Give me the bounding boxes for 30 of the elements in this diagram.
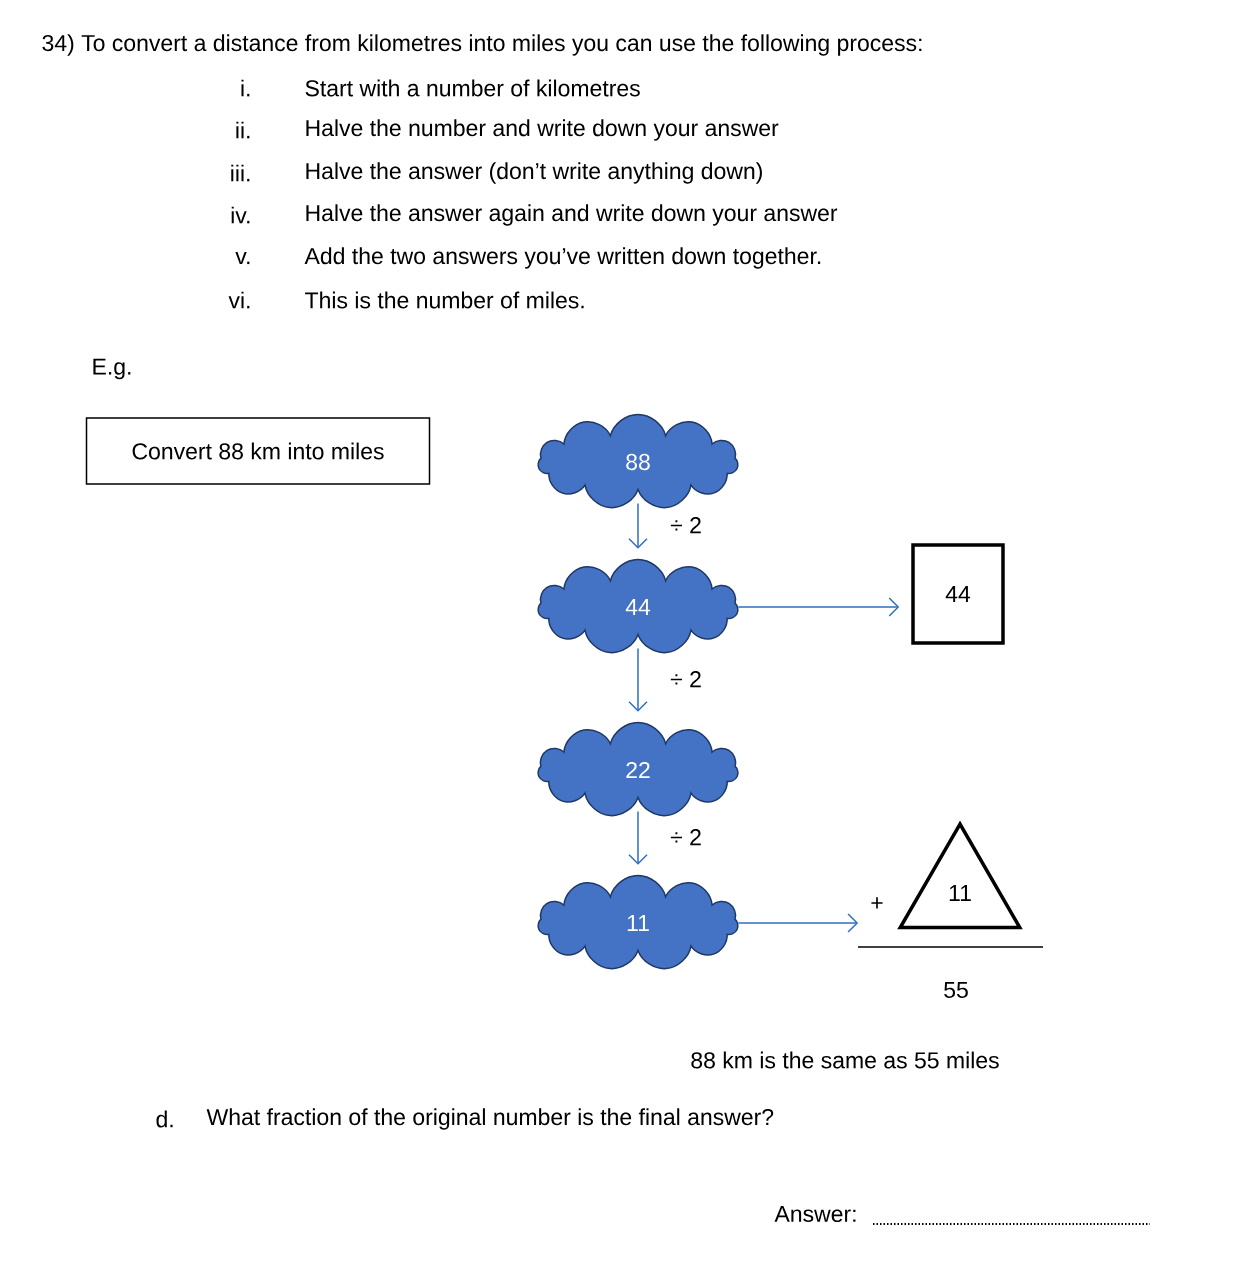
plus-sign: + bbox=[871, 897, 883, 909]
list-numeral: vi. bbox=[228, 291, 250, 309]
text-box: Convert 88 km into miles bbox=[85, 417, 431, 485]
question-text: 34) To convert a distance from kilometres into miles you can use the following process: bbox=[42, 34, 922, 56]
list-item: Add the two answers you’ve written down together. bbox=[304, 247, 821, 269]
list-numeral: ii. bbox=[236, 121, 250, 139]
list-numeral: iii. bbox=[231, 164, 250, 182]
list-item: Halve the answer again and write down your answer bbox=[306, 204, 838, 226]
edge-label: ÷ 2 bbox=[670, 671, 701, 688]
answer-label: Answer: bbox=[774, 1206, 856, 1223]
sum-result: 55 bbox=[944, 982, 968, 999]
arrow bbox=[628, 810, 648, 865]
edge-label: ÷ 2 bbox=[670, 517, 701, 534]
list-item: Halve the number and write down your answer bbox=[306, 119, 779, 141]
arrow bbox=[628, 647, 648, 712]
arrow bbox=[628, 502, 648, 549]
list-numeral: v. bbox=[235, 251, 250, 265]
result-sentence: 88 km is the same as 55 miles bbox=[691, 1051, 999, 1069]
question-letter: d. bbox=[156, 1110, 173, 1128]
answer-square: 44 bbox=[911, 543, 1005, 645]
arrow bbox=[737, 913, 859, 933]
arrow bbox=[737, 597, 900, 617]
list-item: Halve the answer (don’t write anything down) bbox=[306, 162, 762, 184]
list-item: Start with a number of kilometres bbox=[305, 79, 640, 97]
list-numeral: i. bbox=[241, 79, 250, 97]
list-item: This is the number of miles. bbox=[305, 291, 584, 309]
example-label: E.g. bbox=[93, 358, 131, 380]
question-text: What fraction of the original number is the final answer? bbox=[206, 1108, 774, 1130]
list-numeral: iv. bbox=[231, 206, 250, 224]
edge-label: ÷ 2 bbox=[670, 829, 701, 846]
